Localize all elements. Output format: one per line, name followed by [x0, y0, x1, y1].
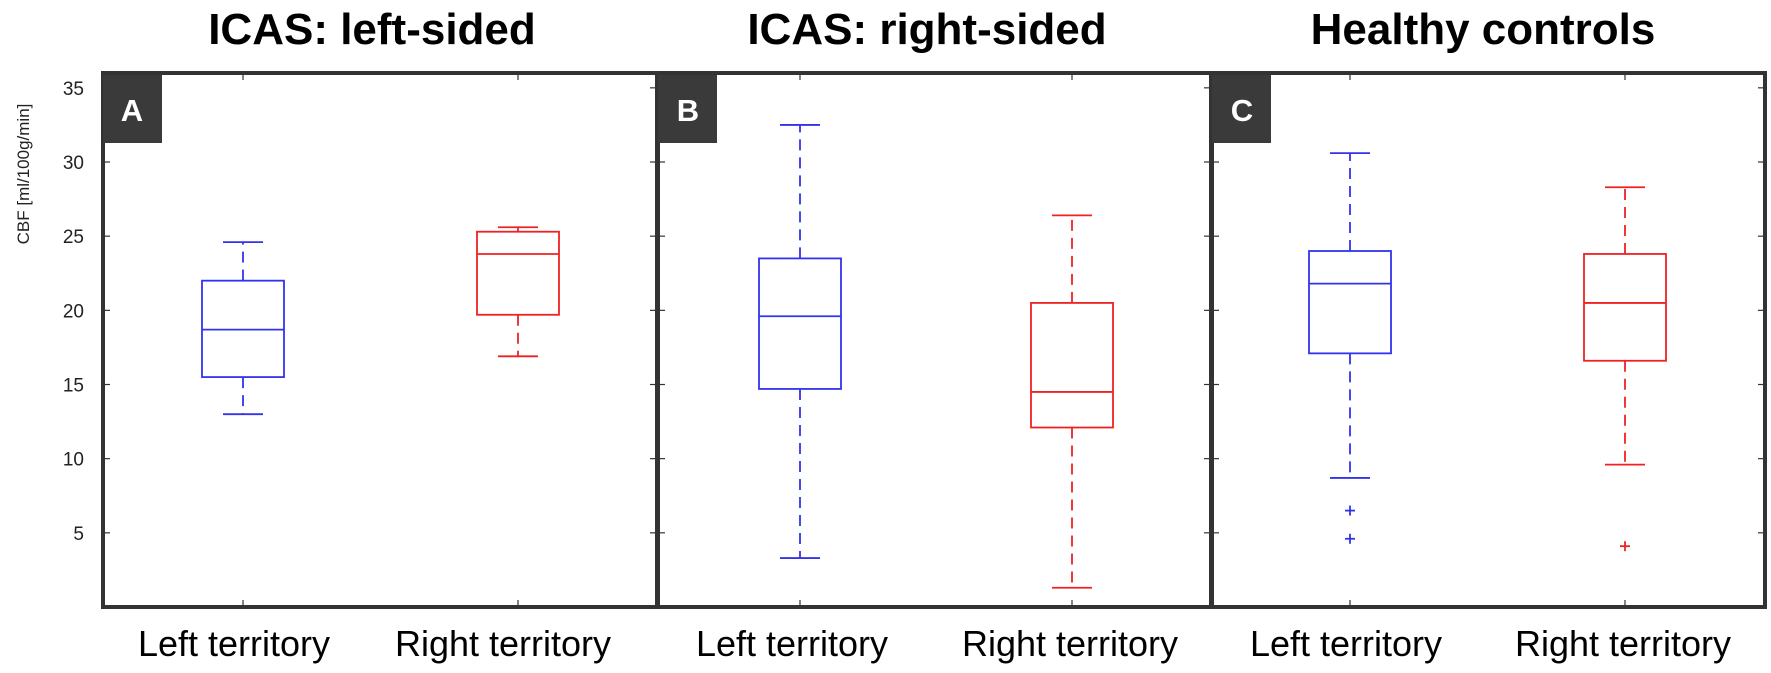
panel-b-category-right: Right territory — [962, 623, 1178, 664]
panel-c-left-outlier — [1345, 505, 1355, 516]
panel-c-marks — [1212, 73, 1765, 607]
panel-a: ICAS: left-sided A Left territory Right … — [101, 5, 659, 664]
panel-c-category-left: Left territory — [1250, 623, 1442, 664]
panel-b-title: ICAS: right-sided — [747, 5, 1106, 54]
panel-b-badge-label: B — [677, 93, 699, 128]
panel-c-badge-label: C — [1231, 93, 1253, 128]
panel-b-right-box — [1030, 302, 1114, 429]
y-tick-label: 30 — [63, 153, 84, 174]
panel-b-frame — [656, 71, 1213, 609]
panel-a-badge-label: A — [121, 93, 143, 128]
panel-c-frame — [1210, 71, 1767, 609]
panel-b: ICAS: right-sided B Left territory Right… — [656, 5, 1213, 664]
y-tick-label: 25 — [63, 227, 84, 248]
panel-c-left-box — [1308, 250, 1392, 355]
panel-c-left-outlier — [1345, 533, 1355, 544]
y-tick-label: 20 — [63, 301, 84, 322]
panel-b-badge — [658, 75, 717, 143]
panel-a-marks — [103, 73, 657, 607]
panel-c: Healthy controls C Left territory Right … — [1210, 5, 1767, 664]
panel-a-right-box — [476, 230, 560, 316]
y-tick-label: 15 — [63, 376, 84, 397]
panel-c-title: Healthy controls — [1311, 5, 1656, 54]
panel-a-title: ICAS: left-sided — [208, 5, 536, 54]
panel-c-right-box — [1583, 253, 1667, 362]
panel-b-category-left: Left territory — [696, 623, 888, 664]
panel-b-left-box — [758, 257, 842, 390]
y-tick-labels: 5 10 15 20 25 30 35 — [63, 79, 84, 545]
y-axis-label: CBF [ml/100g/min] — [14, 104, 33, 245]
panel-a-category-left: Left territory — [138, 623, 330, 664]
y-tick-label: 35 — [63, 79, 84, 100]
y-tick-label: 5 — [73, 524, 84, 545]
panel-a-frame — [101, 71, 659, 609]
panel-a-category-right: Right territory — [395, 623, 611, 664]
panel-c-right-outlier — [1620, 541, 1630, 552]
panel-a-badge — [103, 75, 162, 143]
y-tick-label: 10 — [63, 450, 84, 471]
panel-b-marks — [658, 73, 1211, 607]
panel-c-category-right: Right territory — [1515, 623, 1731, 664]
panel-c-badge — [1212, 75, 1271, 143]
